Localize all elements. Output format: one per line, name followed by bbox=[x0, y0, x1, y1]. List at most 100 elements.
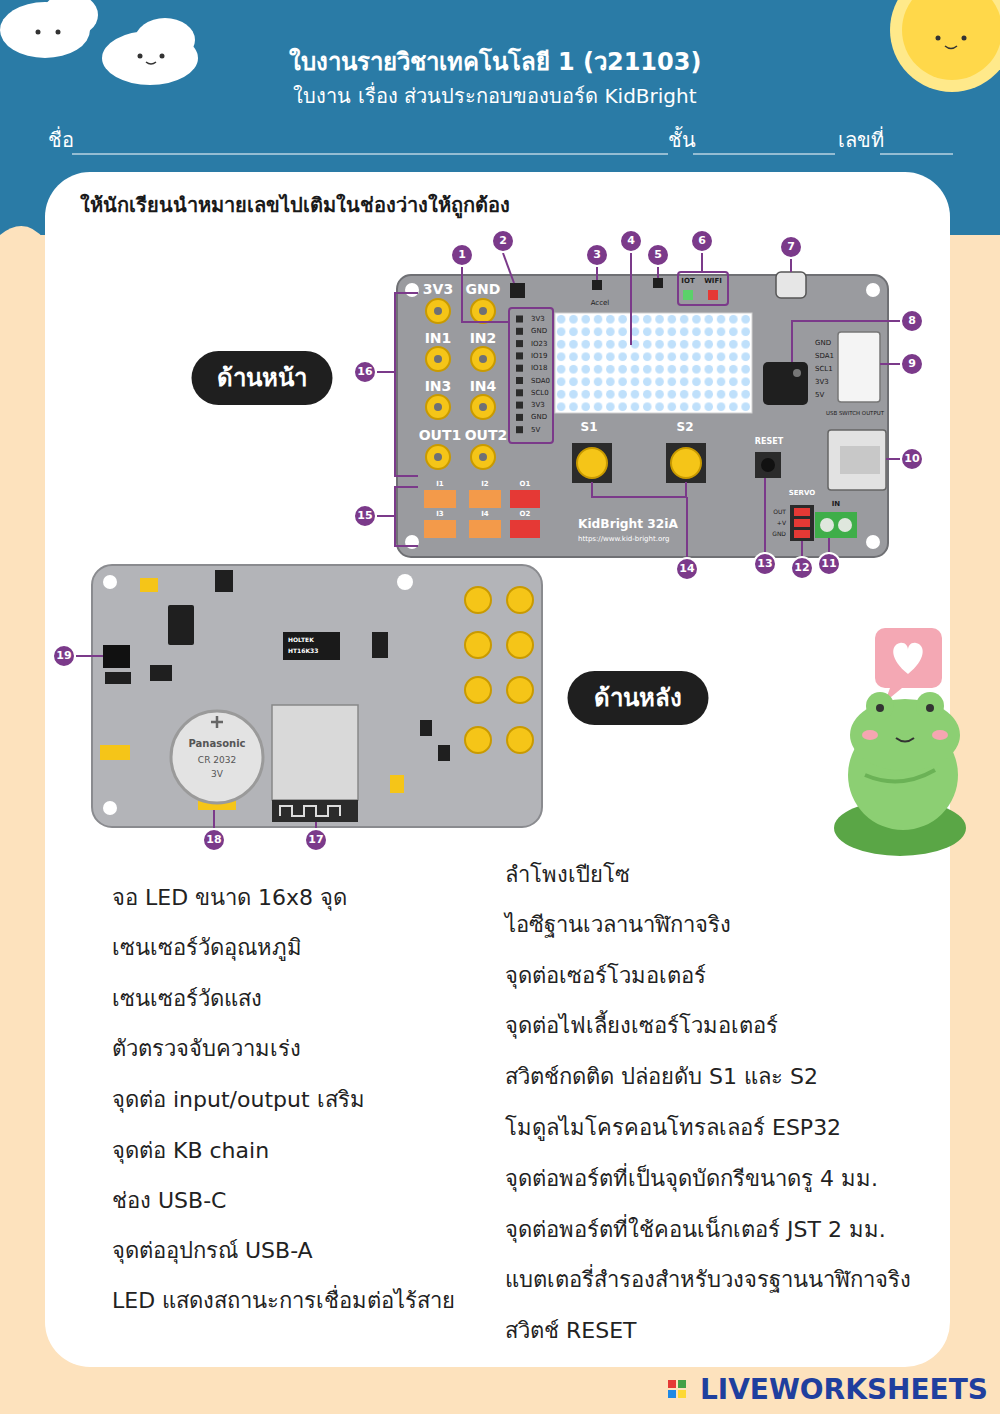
solder-pad-hole bbox=[479, 403, 487, 411]
node-text: 14 bbox=[679, 562, 694, 575]
node-text: 17 bbox=[308, 833, 323, 846]
battery-text: 3V bbox=[211, 769, 223, 780]
board-back bbox=[92, 565, 542, 827]
esp32-module bbox=[272, 705, 358, 822]
solder-pad bbox=[426, 347, 450, 371]
leader-line bbox=[377, 293, 418, 476]
leader-line bbox=[76, 655, 103, 657]
esp32-module bbox=[272, 800, 358, 822]
reset-button bbox=[755, 452, 781, 478]
led-matrix bbox=[555, 313, 752, 413]
callout-number: 16 bbox=[353, 360, 377, 384]
frog bbox=[866, 692, 894, 720]
leader-line bbox=[509, 308, 553, 443]
word-bank-item: สวิตช์กดติด ปล่อยดับ S1 และ S2 bbox=[505, 1064, 818, 1090]
jst-connector bbox=[510, 490, 540, 508]
kb-chain-connector bbox=[838, 332, 880, 402]
tantalum-capacitor bbox=[100, 745, 130, 760]
frog bbox=[896, 738, 914, 742]
sun bbox=[936, 36, 941, 41]
rtc-ic bbox=[103, 645, 130, 668]
solder-pad-hole bbox=[434, 453, 442, 461]
node-text: ด้านหลัง bbox=[594, 684, 682, 713]
sun bbox=[962, 36, 967, 41]
push-button bbox=[572, 443, 706, 483]
node-text: 5 bbox=[654, 248, 662, 261]
esp32-module bbox=[280, 806, 340, 816]
frog bbox=[865, 770, 935, 781]
back-solder-pad bbox=[507, 632, 533, 658]
callout-number: 17 bbox=[304, 828, 328, 852]
smd-part bbox=[372, 632, 388, 658]
word-bank-item: จอ LED ขนาด 16x8 จุด bbox=[112, 885, 347, 911]
frog bbox=[876, 704, 884, 712]
logo-icon bbox=[668, 1390, 676, 1398]
leader-line bbox=[790, 259, 792, 272]
worksheet-title: ใบงานรายวิชาเทคโนโลยี 1 (ว21103) bbox=[289, 48, 702, 77]
frog bbox=[926, 704, 934, 712]
cloud bbox=[138, 54, 143, 59]
back-solder-pad bbox=[507, 587, 533, 613]
back-solder-pad bbox=[507, 727, 533, 753]
pin-label: GND bbox=[531, 327, 547, 335]
leader-line bbox=[377, 487, 418, 546]
pin-label: IO18 bbox=[531, 364, 547, 372]
solder-pad bbox=[471, 445, 495, 469]
frog bbox=[916, 692, 944, 720]
pin-label: OUT bbox=[773, 508, 786, 515]
pin-header bbox=[516, 352, 523, 359]
led-driver-chip bbox=[283, 632, 340, 660]
status-led bbox=[683, 290, 718, 300]
status-led bbox=[708, 290, 718, 300]
solder-pad bbox=[426, 299, 450, 323]
frog bbox=[850, 699, 960, 771]
board-front bbox=[405, 283, 419, 297]
form-label: ชื่อ bbox=[48, 128, 74, 152]
pin-header bbox=[516, 365, 523, 372]
esp32-module bbox=[272, 705, 358, 800]
part-label: Accel bbox=[591, 299, 610, 307]
port-label: SERVO bbox=[789, 489, 815, 497]
tantalum-capacitor bbox=[140, 578, 158, 592]
board-front bbox=[397, 275, 888, 557]
cloud bbox=[135, 18, 195, 62]
word-bank-item: จุดต่อไฟเลี้ยงเซอร์โวมอเตอร์ bbox=[505, 1013, 778, 1039]
callout-number: 11 bbox=[817, 552, 841, 576]
callout-number: 19 bbox=[52, 644, 76, 668]
solder-pad-hole bbox=[434, 307, 442, 315]
word-bank-item: โมดูลไมโครคอนโทรลเลอร์ ESP32 bbox=[505, 1115, 841, 1141]
power-terminal bbox=[820, 518, 834, 532]
piezo-speaker bbox=[763, 362, 808, 405]
word-bank-item: จุดต่อพอร์ตที่เป็นจุดบัดกรีขนาดรู 4 มม. bbox=[505, 1166, 878, 1192]
form-underline bbox=[72, 154, 953, 155]
leader-line bbox=[880, 363, 900, 365]
callout-number: 14 bbox=[675, 557, 699, 581]
led-label: WIFI bbox=[704, 277, 722, 285]
side-label-pill: ด้านหลัง bbox=[568, 671, 709, 725]
form-label: เลขที่ bbox=[838, 128, 884, 152]
pin-label: IO23 bbox=[531, 339, 547, 347]
cloud bbox=[42, 0, 98, 37]
pin-label: SCL1 bbox=[815, 365, 833, 373]
form-underline bbox=[880, 154, 953, 155]
board-front bbox=[866, 535, 880, 549]
pin-label: GND bbox=[531, 413, 547, 421]
word-bank-item: จุดต่อ input/output เสริม bbox=[112, 1087, 365, 1113]
node-text: ด้านหน้า bbox=[217, 364, 307, 393]
connector-label: I2 bbox=[481, 480, 488, 488]
smd-part bbox=[215, 570, 233, 592]
pin-label: GND bbox=[772, 530, 786, 537]
callout-number: 10 bbox=[900, 447, 924, 471]
back-solder-pad bbox=[465, 632, 491, 658]
chip-text: HOLTEK bbox=[288, 636, 314, 643]
smd-part bbox=[420, 720, 432, 736]
node-text: 13 bbox=[757, 557, 772, 570]
leader-line bbox=[678, 272, 728, 305]
word-bank-item: จุดต่ออุปกรณ์ USB-A bbox=[112, 1238, 313, 1264]
pin-label: SDA1 bbox=[815, 352, 834, 360]
sun bbox=[945, 46, 957, 49]
pin-label: 5V bbox=[531, 425, 540, 433]
connector-label: I1 bbox=[436, 480, 443, 488]
pin-header bbox=[516, 402, 523, 409]
